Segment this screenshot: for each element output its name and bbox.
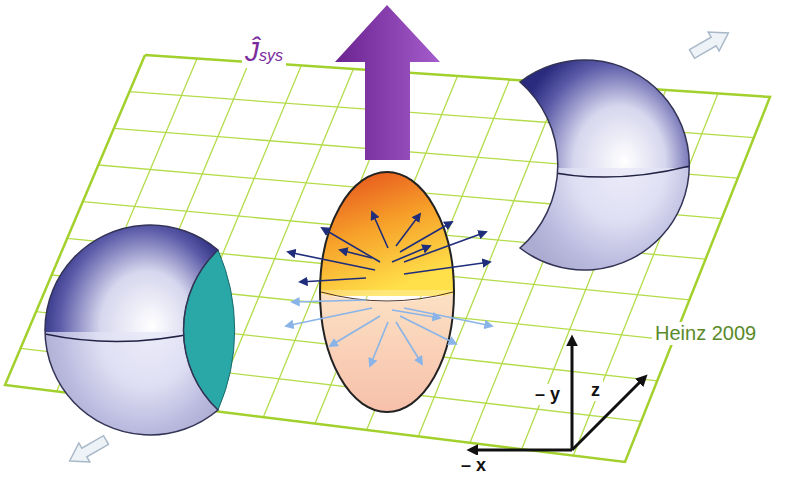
citation-label: Heinz 2009: [652, 322, 759, 345]
fireball: [315, 168, 460, 420]
flow-arrow: [404, 262, 490, 274]
nucleus-left: [40, 225, 280, 452]
flow-arrow: [396, 214, 420, 246]
axis-label: – x: [458, 455, 489, 476]
vector-label: Ĵsys: [242, 36, 286, 68]
flow-arrow: [300, 278, 366, 282]
flow-arrow: [330, 316, 380, 346]
angular-momentum-arrow: [335, 5, 440, 160]
axes: [470, 338, 645, 450]
flow-arrow: [400, 316, 456, 344]
flow-arrow: [396, 322, 422, 364]
flow-arrow: [404, 232, 486, 262]
flow-arrow: [286, 308, 372, 326]
flow-arrow: [404, 308, 492, 326]
axis-label: z: [588, 380, 603, 401]
motion-arrow: [687, 23, 734, 63]
nucleus-right: [470, 60, 710, 288]
flow-arrow: [392, 246, 430, 262]
flow-arrow: [372, 212, 388, 248]
motion-arrow: [64, 430, 111, 470]
axis-label: – y: [532, 384, 563, 405]
flow-arrow: [292, 300, 366, 302]
flow-arrows: [286, 212, 492, 366]
flow-arrow: [322, 228, 380, 262]
flow-arrow: [370, 322, 388, 366]
flow-arrow: [392, 310, 440, 318]
flow-arrow: [340, 250, 372, 258]
